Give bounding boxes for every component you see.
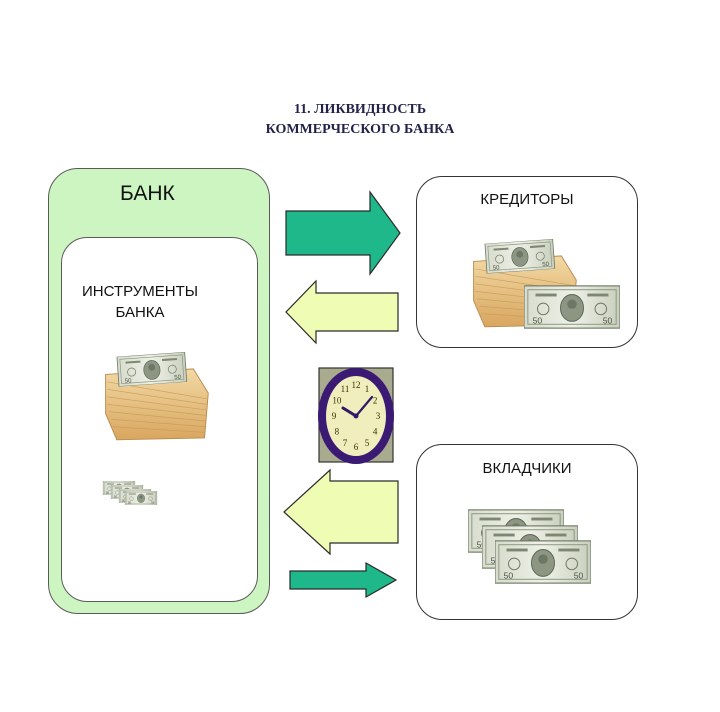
arrow-left-icon [285,279,399,345]
money-stack-icon [106,352,209,440]
clock-number: 8 [335,427,340,437]
title-line-2: КОММЕРЧЕСКОГО БАНКА [265,122,455,137]
depositors-label: ВКЛАДЧИКИ [482,460,572,477]
clock-number: 7 [343,438,348,448]
clock-number: 2 [373,396,378,406]
clock-number: 5 [365,438,370,448]
title-line-1: 11. ЛИКВИДНОСТЬ [293,102,427,117]
clock-number: 1 [365,384,370,394]
banknote-icon [468,509,591,584]
banknote-icon [524,285,620,329]
clock-number: 10 [332,396,342,406]
banknote-icon [102,481,158,505]
arrow-right-icon [289,561,398,599]
page-title: 11. ЛИКВИДНОСТЬ КОММЕРЧЕСКОГО БАНКА [180,100,540,140]
clock-number: 3 [376,411,381,421]
clock-number: 4 [373,427,378,437]
bank-label: БАНК [120,182,175,205]
instruments-line-2: БАНКА [115,304,165,321]
arrow-right-icon [285,190,401,276]
clock-number: 9 [332,411,337,421]
bank-instruments-label: ИНСТРУМЕНТЫ БАНКА [70,281,210,323]
instruments-line-1: ИНСТРУМЕНТЫ [81,283,199,300]
clock-number: 11 [341,384,350,394]
clock-number: 6 [354,442,359,452]
creditors-label: КРЕДИТОРЫ [480,191,574,208]
clock-number: 12 [352,380,361,390]
arrow-left-icon [283,468,399,556]
